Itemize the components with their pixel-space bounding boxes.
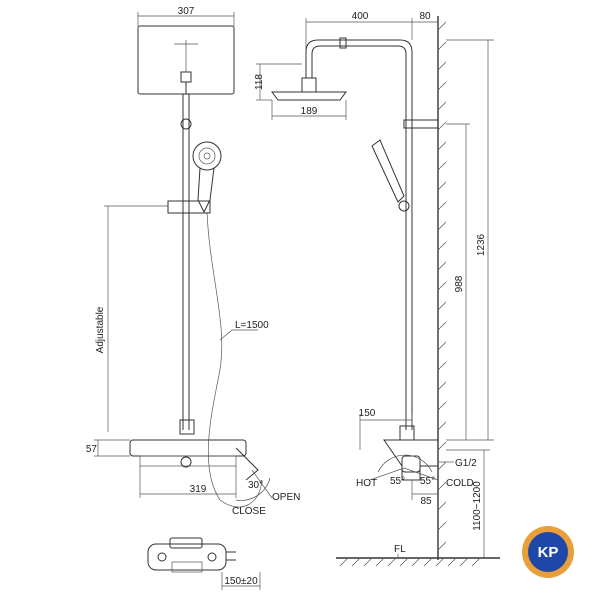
hot-label: HOT	[356, 478, 377, 489]
hand-shower-head	[192, 141, 222, 171]
head-height-label: 118	[254, 74, 265, 90]
thread-label: G1/2	[455, 458, 477, 469]
logo-inner	[528, 532, 568, 572]
mixer-bottom-view	[147, 543, 227, 571]
arm-joint	[339, 37, 347, 49]
floor-hatching	[339, 557, 481, 567]
side-view: 400 80 118 189 1236 988 150	[254, 11, 500, 567]
bottom-view: 150±20	[147, 537, 261, 590]
install-height-label: 1100~1200	[472, 481, 483, 531]
wall-offset-label: 80	[419, 11, 431, 22]
arm-length-label: 400	[352, 11, 369, 22]
hose-length-label: L=1500	[235, 320, 269, 331]
adjustable-label: Adjustable	[95, 306, 106, 353]
rail-height-label: 988	[454, 275, 465, 292]
mixer-depth-label: 319	[190, 484, 207, 495]
kp-logo: KP	[522, 526, 574, 578]
mixer-handle	[235, 447, 259, 481]
hand-shower-handle	[197, 167, 215, 214]
close-label: CLOSE	[232, 506, 266, 517]
rain-head-side	[271, 91, 347, 101]
pipe-joint	[180, 118, 192, 130]
handle-rotation-arc	[235, 477, 271, 501]
floor-label: FL	[394, 544, 406, 555]
wall-bracket-top	[403, 119, 439, 129]
angle-hot-label: 55°	[390, 476, 405, 487]
head-diameter-label: 189	[301, 106, 318, 117]
hand-shower-side	[371, 139, 405, 203]
mixer-height-label: 57	[86, 444, 98, 455]
outlet-depth-label: 85	[420, 496, 432, 507]
mixer-side	[383, 439, 439, 481]
shower-hose	[206, 211, 263, 508]
wall-hatching	[437, 21, 447, 551]
open-label: OPEN	[272, 492, 300, 503]
total-height-label: 1236	[476, 233, 487, 256]
angle-cold-label: 55°	[420, 476, 435, 487]
mount-spacing-label: 150±20	[224, 576, 258, 587]
rotation-arc-lines	[369, 467, 439, 481]
head-width-label: 307	[178, 6, 195, 17]
mixer-offset-label: 150	[359, 408, 376, 419]
diverter-knob	[179, 419, 195, 435]
cold-label: COLD	[446, 478, 474, 489]
handle-angle-label: 30°	[248, 480, 263, 491]
slide-bracket	[167, 200, 211, 214]
logo-text: KP	[538, 544, 559, 561]
front-view: 307 Adjustable L=1500	[86, 6, 300, 517]
overhead-arm	[305, 39, 413, 430]
thermostatic-mixer	[129, 439, 247, 457]
